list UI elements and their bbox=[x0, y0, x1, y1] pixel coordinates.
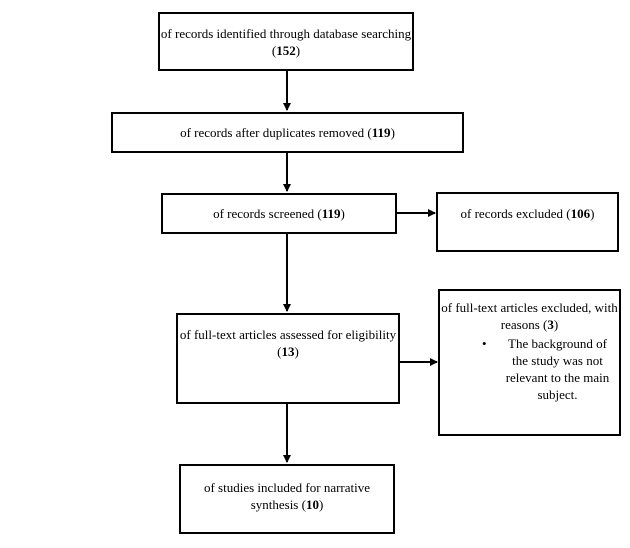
duplicates-box: of records after duplicates removed (119… bbox=[111, 112, 464, 153]
assessed-count: 13 bbox=[281, 344, 295, 359]
included-count: 10 bbox=[305, 497, 319, 512]
bullet-icon: • bbox=[482, 336, 487, 351]
excluded-box: of records excluded (106) bbox=[436, 192, 619, 252]
screened-label: of records screened bbox=[213, 206, 315, 221]
identified-box: of records identified through database s… bbox=[158, 12, 414, 71]
exclusion-reason-item: • The background of the study was not re… bbox=[440, 335, 619, 403]
exclusion-reasons-list: • The background of the study was not re… bbox=[440, 335, 619, 403]
duplicates-count: 119 bbox=[371, 125, 391, 140]
assessed-label: of full-text articles assessed for eligi… bbox=[179, 327, 397, 342]
exclusion-reason-text: The background of the study was not rele… bbox=[505, 336, 610, 402]
included-box: of studies included for narrative synthe… bbox=[179, 464, 395, 534]
fulltext-excluded-box: of full-text articles excluded, with rea… bbox=[438, 289, 621, 436]
screened-box: of records screened (119) bbox=[161, 193, 397, 234]
identified-label: of records identified through database s… bbox=[160, 25, 412, 41]
screened-count: 119 bbox=[321, 206, 341, 221]
duplicates-label: of records after duplicates removed bbox=[180, 125, 365, 140]
fulltext-excluded-count: 3 bbox=[547, 317, 554, 332]
fulltext-excluded-header: of full-text articles excluded, with rea… bbox=[441, 300, 618, 332]
included-label: of studies included for narrative synthe… bbox=[203, 480, 371, 512]
assessed-box: of full-text articles assessed for eligi… bbox=[176, 313, 400, 404]
identified-count: 152 bbox=[276, 42, 296, 58]
excluded-label: of records excluded bbox=[460, 206, 564, 221]
excluded-count: 106 bbox=[570, 206, 591, 221]
fulltext-excluded-label: of full-text articles excluded, with rea… bbox=[441, 300, 618, 332]
